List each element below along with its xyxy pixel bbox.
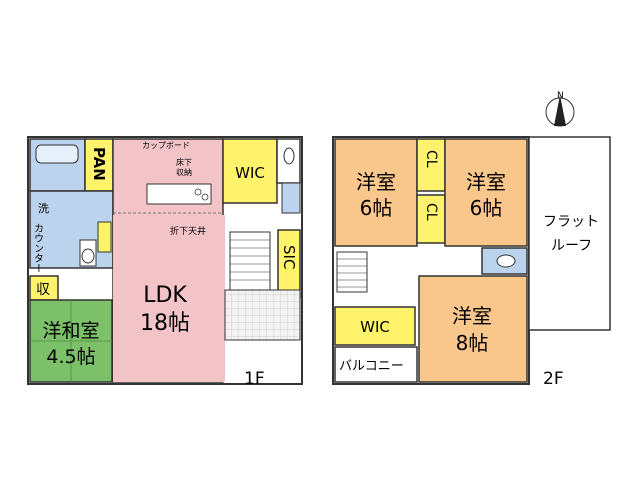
counter-label: カウンター <box>32 223 44 273</box>
floor-1f-label: 1F <box>244 369 265 389</box>
floor-1f: PAN 洗 カウンター 収 洋和室 4.5帖 カップボード 床下 収納 折下天井… <box>27 136 303 389</box>
flat-roof-label-1: フラット <box>543 214 599 230</box>
pantry-label: PAN <box>90 147 108 181</box>
storage-label: 収 <box>36 282 50 298</box>
ldk-lower-extension <box>113 215 225 382</box>
wic-2f <box>334 306 416 346</box>
floor-2f-label: 2F <box>543 369 564 389</box>
sic-label: SIC <box>280 245 298 269</box>
cupboard-label: カップボード <box>142 141 190 150</box>
flat-roof <box>528 136 611 331</box>
balcony <box>334 346 418 383</box>
bathtub-icon <box>35 144 79 164</box>
balcony-label: バルコニー <box>339 359 404 374</box>
flat-roof-label-2: ルーフ <box>551 238 592 254</box>
room-a-name: 洋室 <box>356 170 396 194</box>
kitchen-counter <box>146 183 212 205</box>
underfloor-label-2: 収納 <box>176 167 192 177</box>
wic-1f-label: WIC <box>235 164 265 182</box>
wic-2f-label: WIC <box>360 318 390 336</box>
folding-ceiling-label: 折下天井 <box>170 225 206 237</box>
ldk-size: 18帖 <box>140 311 190 336</box>
closet-bottom-label: CL <box>423 203 439 221</box>
compass-north-label: N <box>557 91 564 101</box>
room-a-size: 6帖 <box>360 196 393 220</box>
staircase-2f <box>336 251 368 293</box>
room-a <box>334 138 418 247</box>
toilet-icon <box>81 248 95 264</box>
room-b <box>444 138 528 247</box>
room-b-size: 6帖 <box>470 196 503 220</box>
ldk-name: LDK <box>143 283 187 308</box>
room-b-name: 洋室 <box>466 170 506 194</box>
room-c-name: 洋室 <box>452 304 492 328</box>
wash-counter <box>97 221 112 253</box>
floor-2f: 洋室 6帖 CL CL 洋室 6帖 WIC 洋室 8帖 バル <box>332 136 611 389</box>
closet-top-label: CL <box>423 150 439 168</box>
entry-tile <box>281 182 301 214</box>
japanese-room-size: 4.5帖 <box>46 346 95 368</box>
staircase-1f <box>229 231 271 291</box>
entrance-porch <box>224 289 301 341</box>
japanese-room-name: 洋和室 <box>42 320 99 342</box>
wash-label: 洗 <box>38 202 49 215</box>
room-c <box>418 275 528 383</box>
wic-1f <box>222 138 278 204</box>
underfloor-label-1: 床下 <box>176 157 192 167</box>
room-c-size: 8帖 <box>456 331 489 355</box>
north-compass: N <box>545 91 575 127</box>
